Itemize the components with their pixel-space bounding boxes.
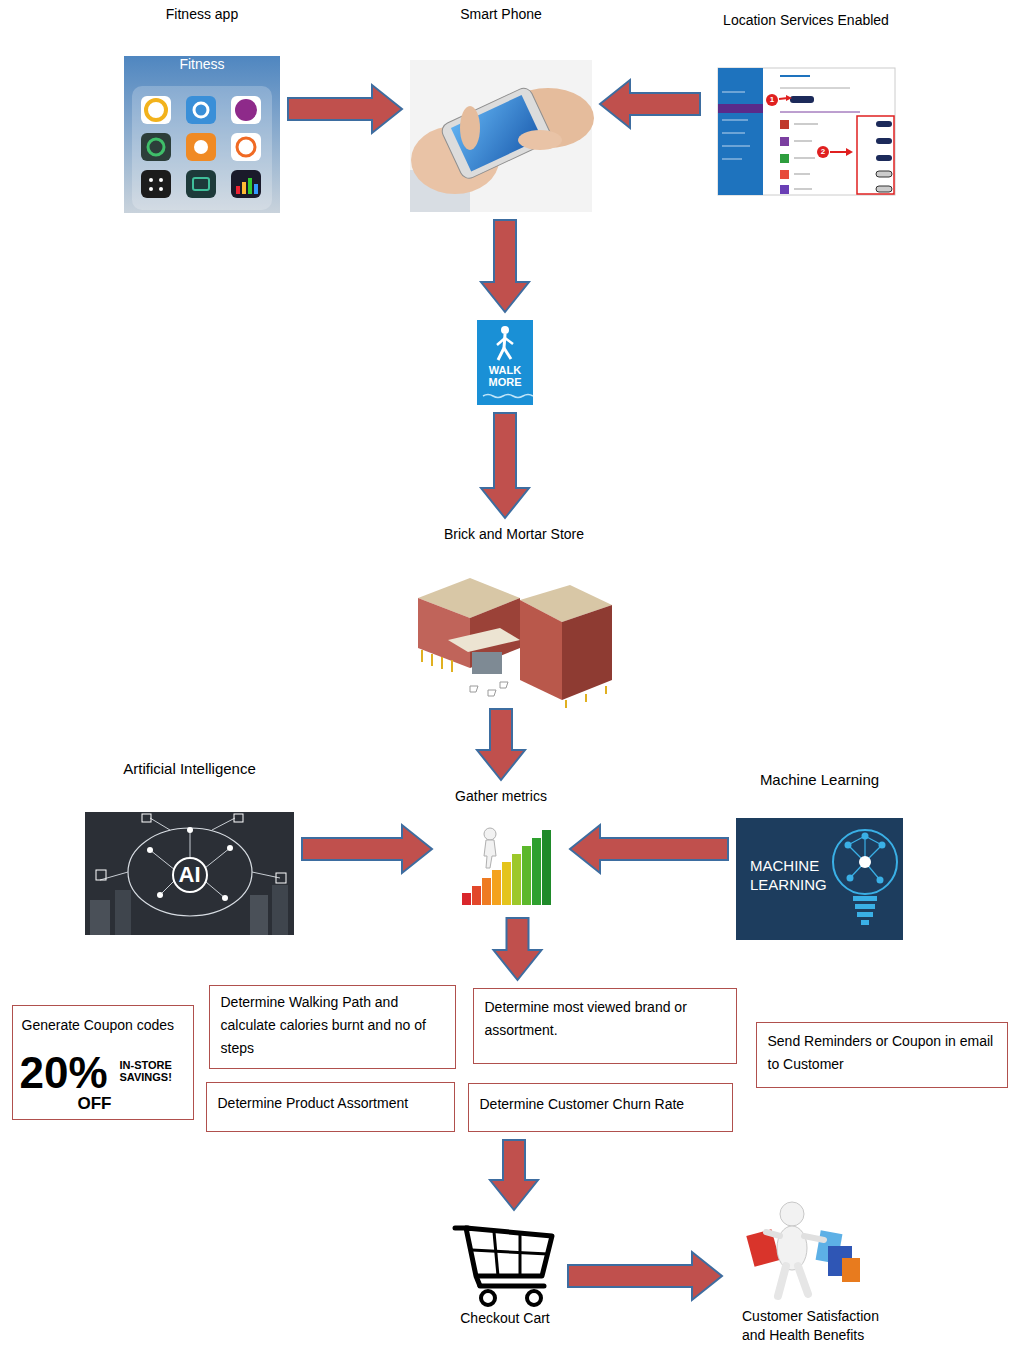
block-arrow [481,220,529,312]
location-settings-screenshot [718,68,895,195]
block-arrow [570,825,728,873]
node-label: Location Services Enabled [708,12,904,30]
image-node: Fitness appFitness [124,6,280,214]
node-label: Generate Coupon codes [22,1017,184,1035]
block-arrow [494,918,542,980]
process-box: Generate Coupon codes 20%OFF IN-STORE SAVI… [12,1005,194,1120]
node-label: Send Reminders or Coupon in email to Cus… [768,1030,996,1076]
block-arrow [477,709,525,780]
process-box: Determine Customer Churn Rate [468,1083,733,1132]
node-label: Machine Learning [736,771,903,790]
process-box: Determine Walking Path and calculate cal… [209,985,456,1069]
shopping-cart-icon [455,1228,552,1305]
image-node: Artificial IntelligenceAI [85,760,294,936]
callout-number: 2 [817,147,829,157]
node-label: Brick and Mortar Store [412,526,616,544]
node-label: OFF [78,1095,122,1112]
image-node: Brick and Mortar Store [412,526,616,701]
node-label: AI [85,861,294,889]
node-label: WALK MORE [477,364,533,388]
process-box: Send Reminders or Coupon in email to Cus… [756,1022,1008,1088]
image-node: Location Services Enabled [708,12,904,196]
image-node: Customer Satisfaction and Health Benefit… [730,1195,900,1350]
node-label: IN-STORE SAVINGS! [120,1059,188,1084]
block-arrow [600,80,700,128]
block-arrow [481,413,529,518]
callout-number: 1 [766,95,778,105]
block-arrow [490,1140,538,1210]
image-node: Gather metrics [440,788,562,910]
node-label: Determine Product Assortment [218,1092,443,1115]
node-label: MACHINE LEARNING [750,857,840,895]
image-node: Checkout Cart [450,1218,560,1334]
node-label: Checkout Cart [450,1310,560,1328]
image-node: Smart Phone [410,6,592,212]
node-label: Determine Customer Churn Rate [480,1093,721,1116]
node-label: Fitness app [124,6,280,24]
node-label: Artificial Intelligence [85,760,294,779]
ai-image [85,812,294,935]
image-node: WALK MORE [477,320,533,405]
machine-learning-image [736,818,903,940]
walk-more-book [477,320,533,405]
node-label: 20% [20,1051,120,1095]
node-label: Determine Walking Path and calculate cal… [221,991,444,1060]
block-arrow [288,85,402,133]
node-label: Fitness [124,56,280,74]
node-label: Customer Satisfaction and Health Benefit… [742,1307,898,1345]
node-label: Gather metrics [440,788,562,806]
node-label: Smart Phone [410,6,592,24]
block-arrow [568,1252,722,1300]
block-arrow [302,825,432,873]
process-box: Determine Product Assortment [206,1082,455,1132]
image-node: Machine LearningMACHINE LEARNING [736,771,903,941]
smartphone-photo [410,60,594,212]
node-label: Determine most viewed brand or assortmen… [485,996,725,1042]
shopper-figure [746,1202,860,1296]
fitness-app-screenshot [124,56,280,213]
store-building [418,578,612,708]
process-box: Determine most viewed brand or assortmen… [473,988,737,1064]
metrics-stairs-icon [462,828,551,905]
